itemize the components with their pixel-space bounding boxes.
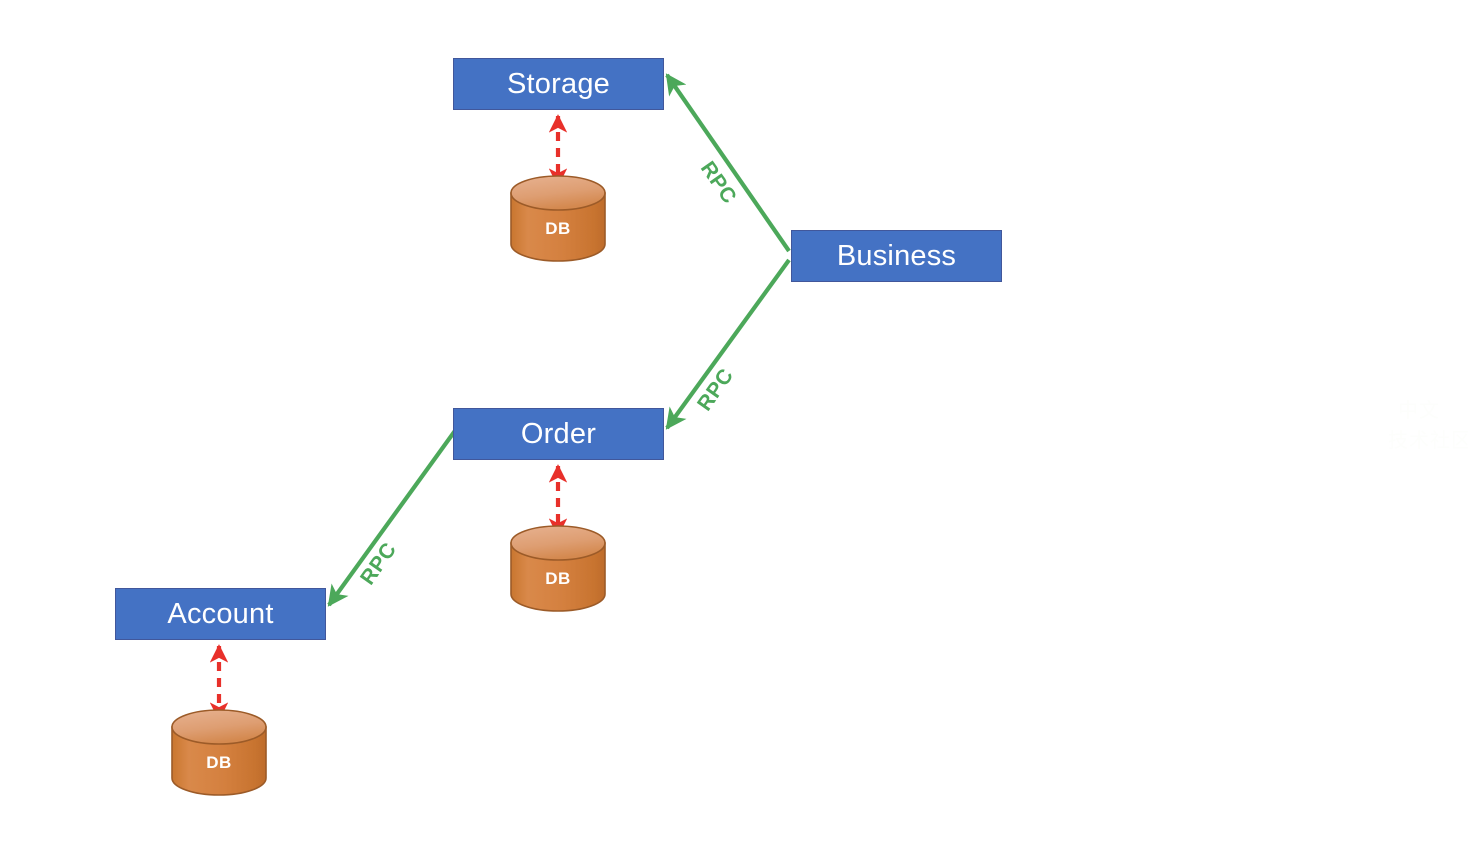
node-business[interactable]: Business [791, 230, 1002, 282]
watermark-line-2: 技术社区 [1388, 430, 1468, 452]
node-order-label: Order [520, 417, 597, 450]
node-order[interactable]: Order [453, 408, 664, 460]
edge-order-to-account [327, 426, 459, 607]
db-cylinder-storage [510, 175, 606, 262]
node-account-label: Account [167, 597, 274, 630]
db-storage-label: DB [545, 219, 571, 238]
db-cylinder-account [171, 709, 267, 796]
edge-business-to-storage [665, 73, 791, 253]
node-storage-label: Storage [507, 67, 610, 100]
db-cylinder-order [510, 525, 606, 612]
node-storage[interactable]: Storage [453, 58, 664, 110]
node-business-label: Business [836, 239, 957, 272]
db-account-label: DB [206, 753, 232, 772]
node-account[interactable]: Account [115, 588, 326, 640]
db-account: DB [172, 727, 266, 795]
db-order: DB [511, 543, 605, 611]
db-order-label: DB [545, 569, 571, 588]
db-storage: DB [511, 193, 605, 261]
watermark-line-1: 中文 [1398, 400, 1440, 422]
edge-business-to-order [665, 258, 791, 430]
